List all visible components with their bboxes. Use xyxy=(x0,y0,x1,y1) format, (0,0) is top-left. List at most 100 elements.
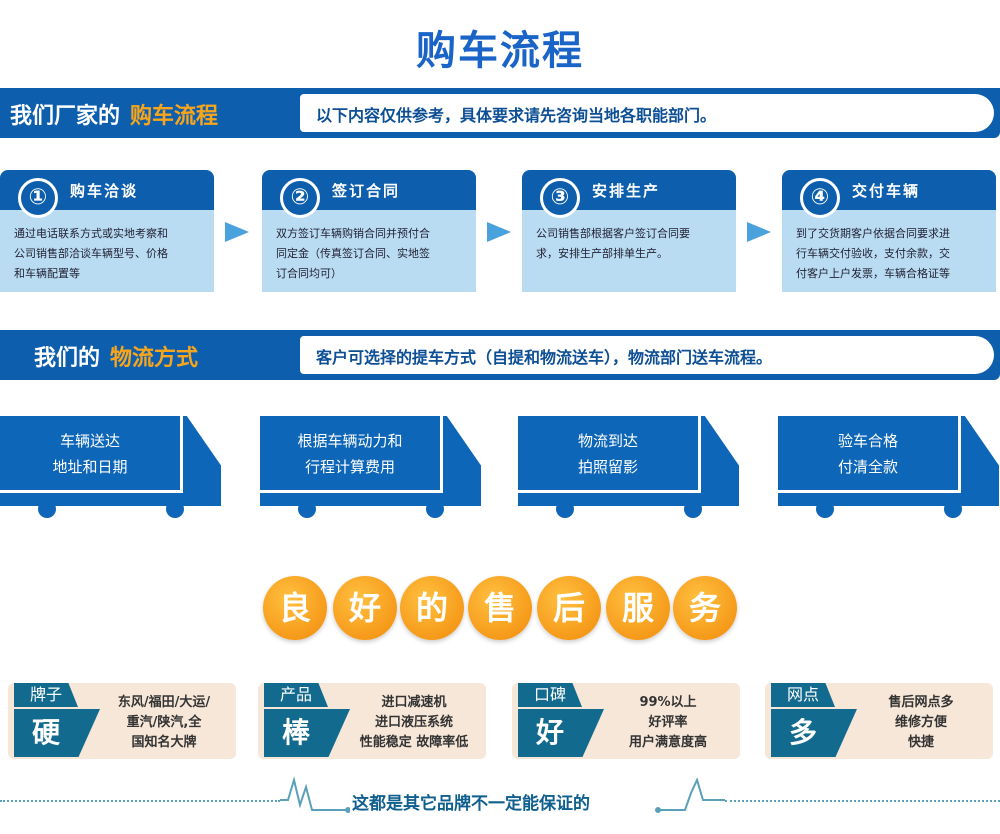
feature-text-line: 性能稳定 故障率低 xyxy=(359,735,469,750)
truck-step: 根据车辆动力和行程计算费用 xyxy=(260,416,482,520)
truck-cargo-box: 物流到达拍照留影 xyxy=(518,416,698,490)
truck-step: 验车合格付清全款 xyxy=(778,416,1000,520)
divider-line-right xyxy=(725,800,1000,802)
step-description: 到了交货期客户依据合同要求进行车辆交付验收，支付余款，交付客户上户发票，车辆合格… xyxy=(782,210,996,284)
feature-text: 99%以上好评率用户满意度高 xyxy=(602,693,734,753)
truck-chassis xyxy=(778,493,961,506)
step-number-icon: ④ xyxy=(800,178,840,218)
feature-text-line: 用户满意度高 xyxy=(628,735,707,750)
feature-tab: 产品 xyxy=(264,683,328,707)
feature-text-line: 维修方便 xyxy=(894,715,947,730)
truck-cargo-box: 根据车辆动力和行程计算费用 xyxy=(260,416,440,490)
feature-text-line: 东风/福田/大运/ xyxy=(117,695,211,710)
service-char-circle: 售 xyxy=(468,576,532,640)
truck-chassis xyxy=(518,493,701,506)
truck-text-line: 验车合格 xyxy=(837,432,898,450)
step-description-line: 付客户上户发票，车辆合格证等 xyxy=(796,267,950,280)
step-description-line: 和车辆配置等 xyxy=(14,267,80,280)
step-number-icon: ① xyxy=(18,178,58,218)
service-char-circle: 后 xyxy=(537,576,601,640)
truck-cab-icon xyxy=(183,416,221,506)
feature-text: 东风/福田/大运/重汽/陕汽,全国知名大牌 xyxy=(98,693,230,753)
truck-cab-icon xyxy=(701,416,739,506)
pulse-icon-left xyxy=(280,776,350,813)
feature-text-line: 好评率 xyxy=(648,715,688,730)
truck-text-line: 付清全款 xyxy=(837,458,898,476)
step-description: 通过电话联系方式或实地考察和公司销售部洽谈车辆型号、价格和车辆配置等 xyxy=(0,210,214,284)
truck-wheel-icon xyxy=(38,500,56,518)
step-number-icon: ② xyxy=(280,178,320,218)
truck-cab-icon xyxy=(443,416,481,506)
truck-wheel-icon xyxy=(556,500,574,518)
feature-text-line: 快捷 xyxy=(907,735,934,750)
service-char-circle: 的 xyxy=(400,576,464,640)
feature-card: 牌子硬东风/福田/大运/重汽/陕汽,全国知名大牌 xyxy=(8,683,236,759)
truck-wheel-icon xyxy=(426,500,444,518)
banner-note: 以下内容仅供参考，具体要求请先咨询当地各职能部门。 xyxy=(300,94,994,132)
purchase-process-banner: 我们厂家的购车流程 以下内容仅供参考，具体要求请先咨询当地各职能部门。 xyxy=(0,88,1000,138)
truck-step: 物流到达拍照留影 xyxy=(518,416,740,520)
arrow-right-icon xyxy=(747,222,771,242)
feature-text-line: 重汽/陕汽,全 xyxy=(126,715,202,730)
page-title: 购车流程 xyxy=(416,28,584,74)
arrow-right-icon xyxy=(487,222,511,242)
feature-text: 售后网点多维修方便快捷 xyxy=(855,693,987,753)
truck-text-line: 地址和日期 xyxy=(52,458,128,476)
banner-note: 客户可选择的提车方式（自提和物流送车），物流部门送车流程。 xyxy=(300,336,994,374)
feature-big-char: 好 xyxy=(518,709,604,757)
truck-wheel-icon xyxy=(944,500,962,518)
truck-cargo-box: 验车合格付清全款 xyxy=(778,416,958,490)
feature-text-line: 进口减速机 xyxy=(381,695,447,710)
truck-text-line: 拍照留影 xyxy=(577,458,638,476)
truck-text-line: 根据车辆动力和 xyxy=(297,432,403,450)
feature-card: 网点多售后网点多维修方便快捷 xyxy=(765,683,993,759)
banner-label-text: 我们厂家的 xyxy=(10,104,121,129)
truck-wheel-icon xyxy=(816,500,834,518)
banner-label-text: 我们的 xyxy=(34,346,101,371)
banner-highlight: 物流方式 xyxy=(110,346,199,371)
truck-cab-icon xyxy=(961,416,999,506)
truck-chassis xyxy=(0,493,183,506)
truck-text-line: 物流到达 xyxy=(577,432,638,450)
banner-label: 我们厂家的购车流程 xyxy=(10,98,218,130)
banner-label: 我们的物流方式 xyxy=(34,340,198,372)
feature-card: 产品棒进口减速机进口液压系统性能稳定 故障率低 xyxy=(258,683,486,759)
service-char-circle: 良 xyxy=(263,576,327,640)
step-description-line: 公司销售部根据客户签订合同要 xyxy=(536,227,690,240)
step-description-line: 行车辆交付验收，支付余款，交 xyxy=(796,247,950,260)
truck-wheel-icon xyxy=(166,500,184,518)
truck-wheel-icon xyxy=(298,500,316,518)
step-description-line: 双方签订车辆购销合同并预付合 xyxy=(276,227,430,240)
truck-text-line: 车辆送达 xyxy=(59,432,120,450)
logistics-banner: 我们的物流方式 客户可选择的提车方式（自提和物流送车），物流部门送车流程。 xyxy=(0,330,1000,380)
step-description: 双方签订车辆购销合同并预付合同定金（传真签订合同、实地签订合同均可） xyxy=(262,210,476,284)
feature-text-line: 国知名大牌 xyxy=(131,735,197,750)
service-char-circle: 服 xyxy=(606,576,670,640)
step-description-line: 同定金（传真签订合同、实地签 xyxy=(276,247,430,260)
truck-wheel-icon xyxy=(684,500,702,518)
feature-text-line: 99%以上 xyxy=(639,695,697,710)
banner-highlight: 购车流程 xyxy=(130,104,219,129)
step-description-line: 到了交货期客户依据合同要求进 xyxy=(796,227,950,240)
truck-step: 车辆送达地址和日期 xyxy=(0,416,222,520)
divider-line-left xyxy=(0,800,280,802)
slogan: 这都是其它品牌不一定能保证的 xyxy=(352,794,590,814)
feature-big-char: 多 xyxy=(771,709,857,757)
service-char-circle: 好 xyxy=(333,576,397,640)
feature-text: 进口减速机进口液压系统性能稳定 故障率低 xyxy=(348,693,480,753)
feature-tab: 牌子 xyxy=(14,683,78,707)
step-description-line: 求，安排生产部排单生产。 xyxy=(536,247,668,260)
feature-big-char: 硬 xyxy=(14,709,100,757)
step-description-line: 订合同均可） xyxy=(276,267,342,280)
truck-text-line: 行程计算费用 xyxy=(304,458,395,476)
service-char-circle: 务 xyxy=(673,576,737,640)
feature-text-line: 进口液压系统 xyxy=(374,715,453,730)
feature-text-line: 售后网点多 xyxy=(888,695,954,710)
truck-cargo-box: 车辆送达地址和日期 xyxy=(0,416,180,490)
feature-big-char: 棒 xyxy=(264,709,350,757)
